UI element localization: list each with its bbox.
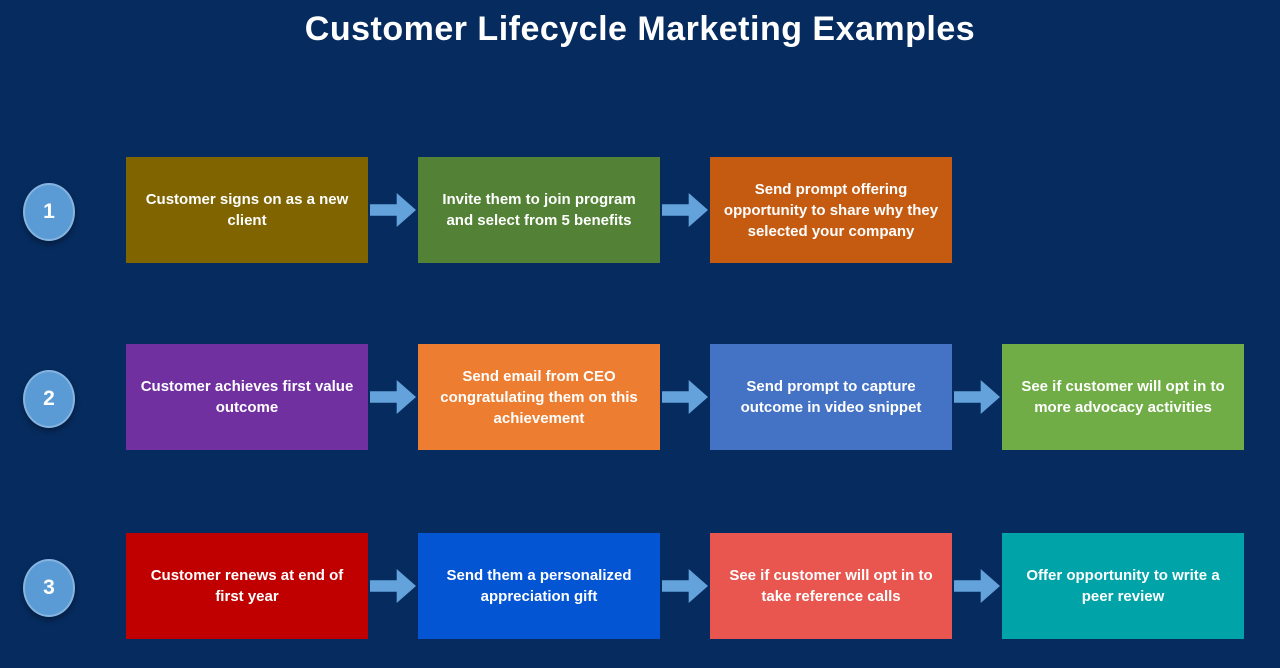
step-text: Invite them to join program and select f…: [442, 191, 636, 229]
step-box-1-2: Invite them to join program and select f…: [418, 157, 660, 263]
step-box-2-2: Send email from CEO congratulating them …: [418, 344, 660, 450]
step-box-3-1: Customer renews at end of first year: [126, 533, 368, 639]
flow-arrow-icon: [662, 380, 708, 414]
arrow-gap: [368, 344, 418, 450]
row-3-number-badge: 3: [23, 559, 75, 617]
step-box-1-1: Customer signs on as a new client: [126, 157, 368, 263]
step-text: Customer renews at end of first year: [150, 567, 344, 605]
arrow-gap: [368, 157, 418, 263]
flow-arrow-icon: [370, 380, 416, 414]
row-1-number: 1: [43, 200, 55, 223]
row-3-number: 3: [43, 576, 55, 599]
step-box-3-4: Offer opportunity to write a peer review: [1002, 533, 1244, 639]
flow-arrow-icon: [662, 569, 708, 603]
arrow-gap: [368, 533, 418, 639]
arrow-gap: [660, 533, 710, 639]
step-text: Customer signs on as a new client: [145, 191, 349, 229]
row-2-number-badge: 2: [23, 370, 75, 428]
step-text: Send email from CEO congratulating them …: [440, 367, 638, 427]
step-text: Send them a personalized appreciation gi…: [446, 567, 632, 605]
step-text: Send prompt to capture outcome in video …: [740, 378, 922, 416]
step-text: Send prompt offering opportunity to shar…: [723, 180, 939, 240]
step-box-2-3: Send prompt to capture outcome in video …: [710, 344, 952, 450]
flow-arrow-icon: [954, 569, 1000, 603]
arrow-gap: [952, 533, 1002, 639]
step-text: Offer opportunity to write a peer review: [1026, 567, 1220, 605]
step-text: Customer achieves first value outcome: [140, 378, 354, 416]
flow-arrow-icon: [954, 380, 1000, 414]
lifecycle-row-3: Customer renews at end of first year Sen…: [126, 533, 1244, 639]
flow-arrow-icon: [370, 193, 416, 227]
row-1-number-badge: 1: [23, 183, 75, 241]
lifecycle-row-1: Customer signs on as a new client Invite…: [126, 157, 952, 263]
step-text: See if customer will opt in to more advo…: [1021, 378, 1225, 416]
flow-arrow-icon: [370, 569, 416, 603]
flow-arrow-icon: [662, 193, 708, 227]
step-box-3-2: Send them a personalized appreciation gi…: [418, 533, 660, 639]
arrow-gap: [660, 344, 710, 450]
arrow-gap: [952, 344, 1002, 450]
step-box-2-4: See if customer will opt in to more advo…: [1002, 344, 1244, 450]
row-2-number: 2: [43, 387, 55, 410]
lifecycle-row-2: Customer achieves first value outcome Se…: [126, 344, 1244, 450]
step-box-3-3: See if customer will opt in to take refe…: [710, 533, 952, 639]
step-box-2-1: Customer achieves first value outcome: [126, 344, 368, 450]
arrow-gap: [660, 157, 710, 263]
step-text: See if customer will opt in to take refe…: [729, 567, 933, 605]
page-title: Customer Lifecycle Marketing Examples: [304, 10, 976, 48]
step-box-1-3: Send prompt offering opportunity to shar…: [710, 157, 952, 263]
